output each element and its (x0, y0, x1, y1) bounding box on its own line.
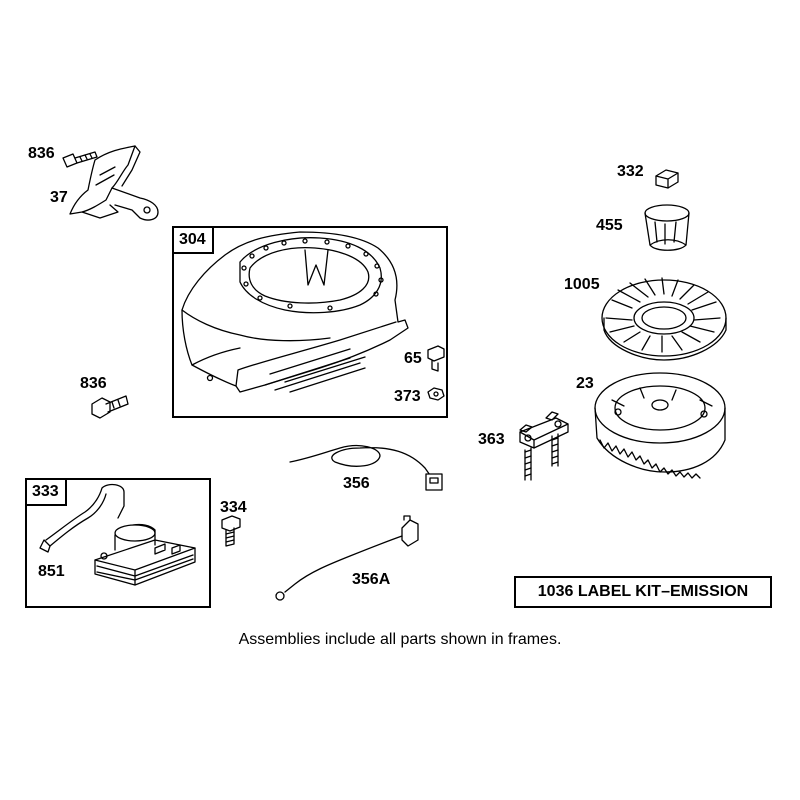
bolt-836-top-drawing (62, 151, 98, 168)
bolt-836-mid-drawing (91, 395, 129, 419)
part-label-836-top: 836 (28, 145, 55, 162)
blower-housing-304-drawing (181, 231, 409, 393)
wire-356A-drawing (275, 515, 419, 601)
baffle-37-drawing (69, 145, 159, 221)
part-label-1005: 1005 (564, 276, 600, 293)
part-label-356: 356 (343, 475, 370, 492)
part-label-851: 851 (38, 563, 65, 580)
label-kit-box: 1036 LABEL KIT–EMISSION (514, 576, 772, 608)
part-label-373: 373 (394, 388, 421, 405)
bracket-363-drawing (519, 411, 569, 481)
armature-333-drawing (39, 483, 196, 586)
nut-332-drawing (655, 169, 679, 189)
part-label-332: 332 (617, 163, 644, 180)
flywheel-23-drawing (594, 372, 726, 479)
part-label-356A: 356A (352, 571, 391, 588)
housing-frame-tag: 304 (174, 228, 214, 254)
ignition-frame-tag: 333 (27, 480, 67, 506)
housing-frame: 304 (172, 226, 448, 418)
part-label-455: 455 (596, 217, 623, 234)
nut-373-drawing (427, 387, 445, 401)
part-label-363: 363 (478, 431, 505, 448)
bolt-65-drawing (427, 345, 445, 372)
part-label-37: 37 (50, 189, 68, 206)
starter-cup-455-drawing (644, 204, 690, 251)
part-label-23: 23 (576, 375, 594, 392)
part-label-836-mid: 836 (80, 375, 107, 392)
wire-356-drawing (289, 444, 443, 491)
flywheel-fan-1005-drawing (601, 277, 727, 361)
ignition-frame: 333 (25, 478, 211, 608)
assemblies-note: Assemblies include all parts shown in fr… (238, 631, 562, 648)
part-label-65: 65 (404, 350, 422, 367)
bolt-334-drawing (221, 515, 241, 547)
part-label-334: 334 (220, 499, 247, 516)
